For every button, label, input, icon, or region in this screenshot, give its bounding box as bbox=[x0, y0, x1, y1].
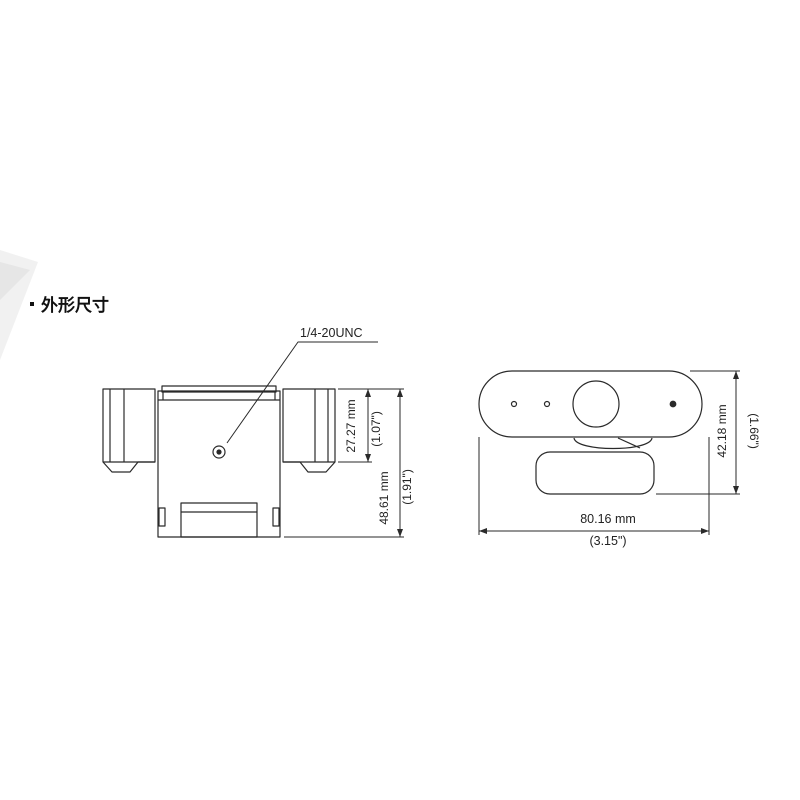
mount-thread-label: 1/4-20UNC bbox=[300, 326, 363, 340]
front-height-mm-label: 42.18 mm bbox=[715, 404, 729, 457]
total-height-mm-label: 48.61 mm bbox=[377, 471, 391, 524]
upper-height-in-label: (1.07") bbox=[369, 411, 383, 447]
section-title: 外形尺寸 bbox=[41, 296, 109, 316]
decorative-watermark-shape bbox=[0, 250, 38, 360]
upper-height-mm-label: 27.27 mm bbox=[344, 399, 358, 452]
bullet-icon bbox=[30, 301, 34, 306]
front-height-in-label: (1.66") bbox=[747, 413, 761, 449]
section-heading: 外形尺寸 bbox=[30, 291, 109, 316]
front-view-outline bbox=[478, 370, 703, 495]
side-view-outline bbox=[102, 385, 336, 538]
front-width-mm-label: 80.16 mm bbox=[580, 512, 636, 526]
front-width-in-label: (3.15") bbox=[589, 534, 626, 548]
total-height-in-label: (1.91") bbox=[400, 469, 414, 505]
tripod-mount-hole-icon bbox=[212, 445, 226, 459]
